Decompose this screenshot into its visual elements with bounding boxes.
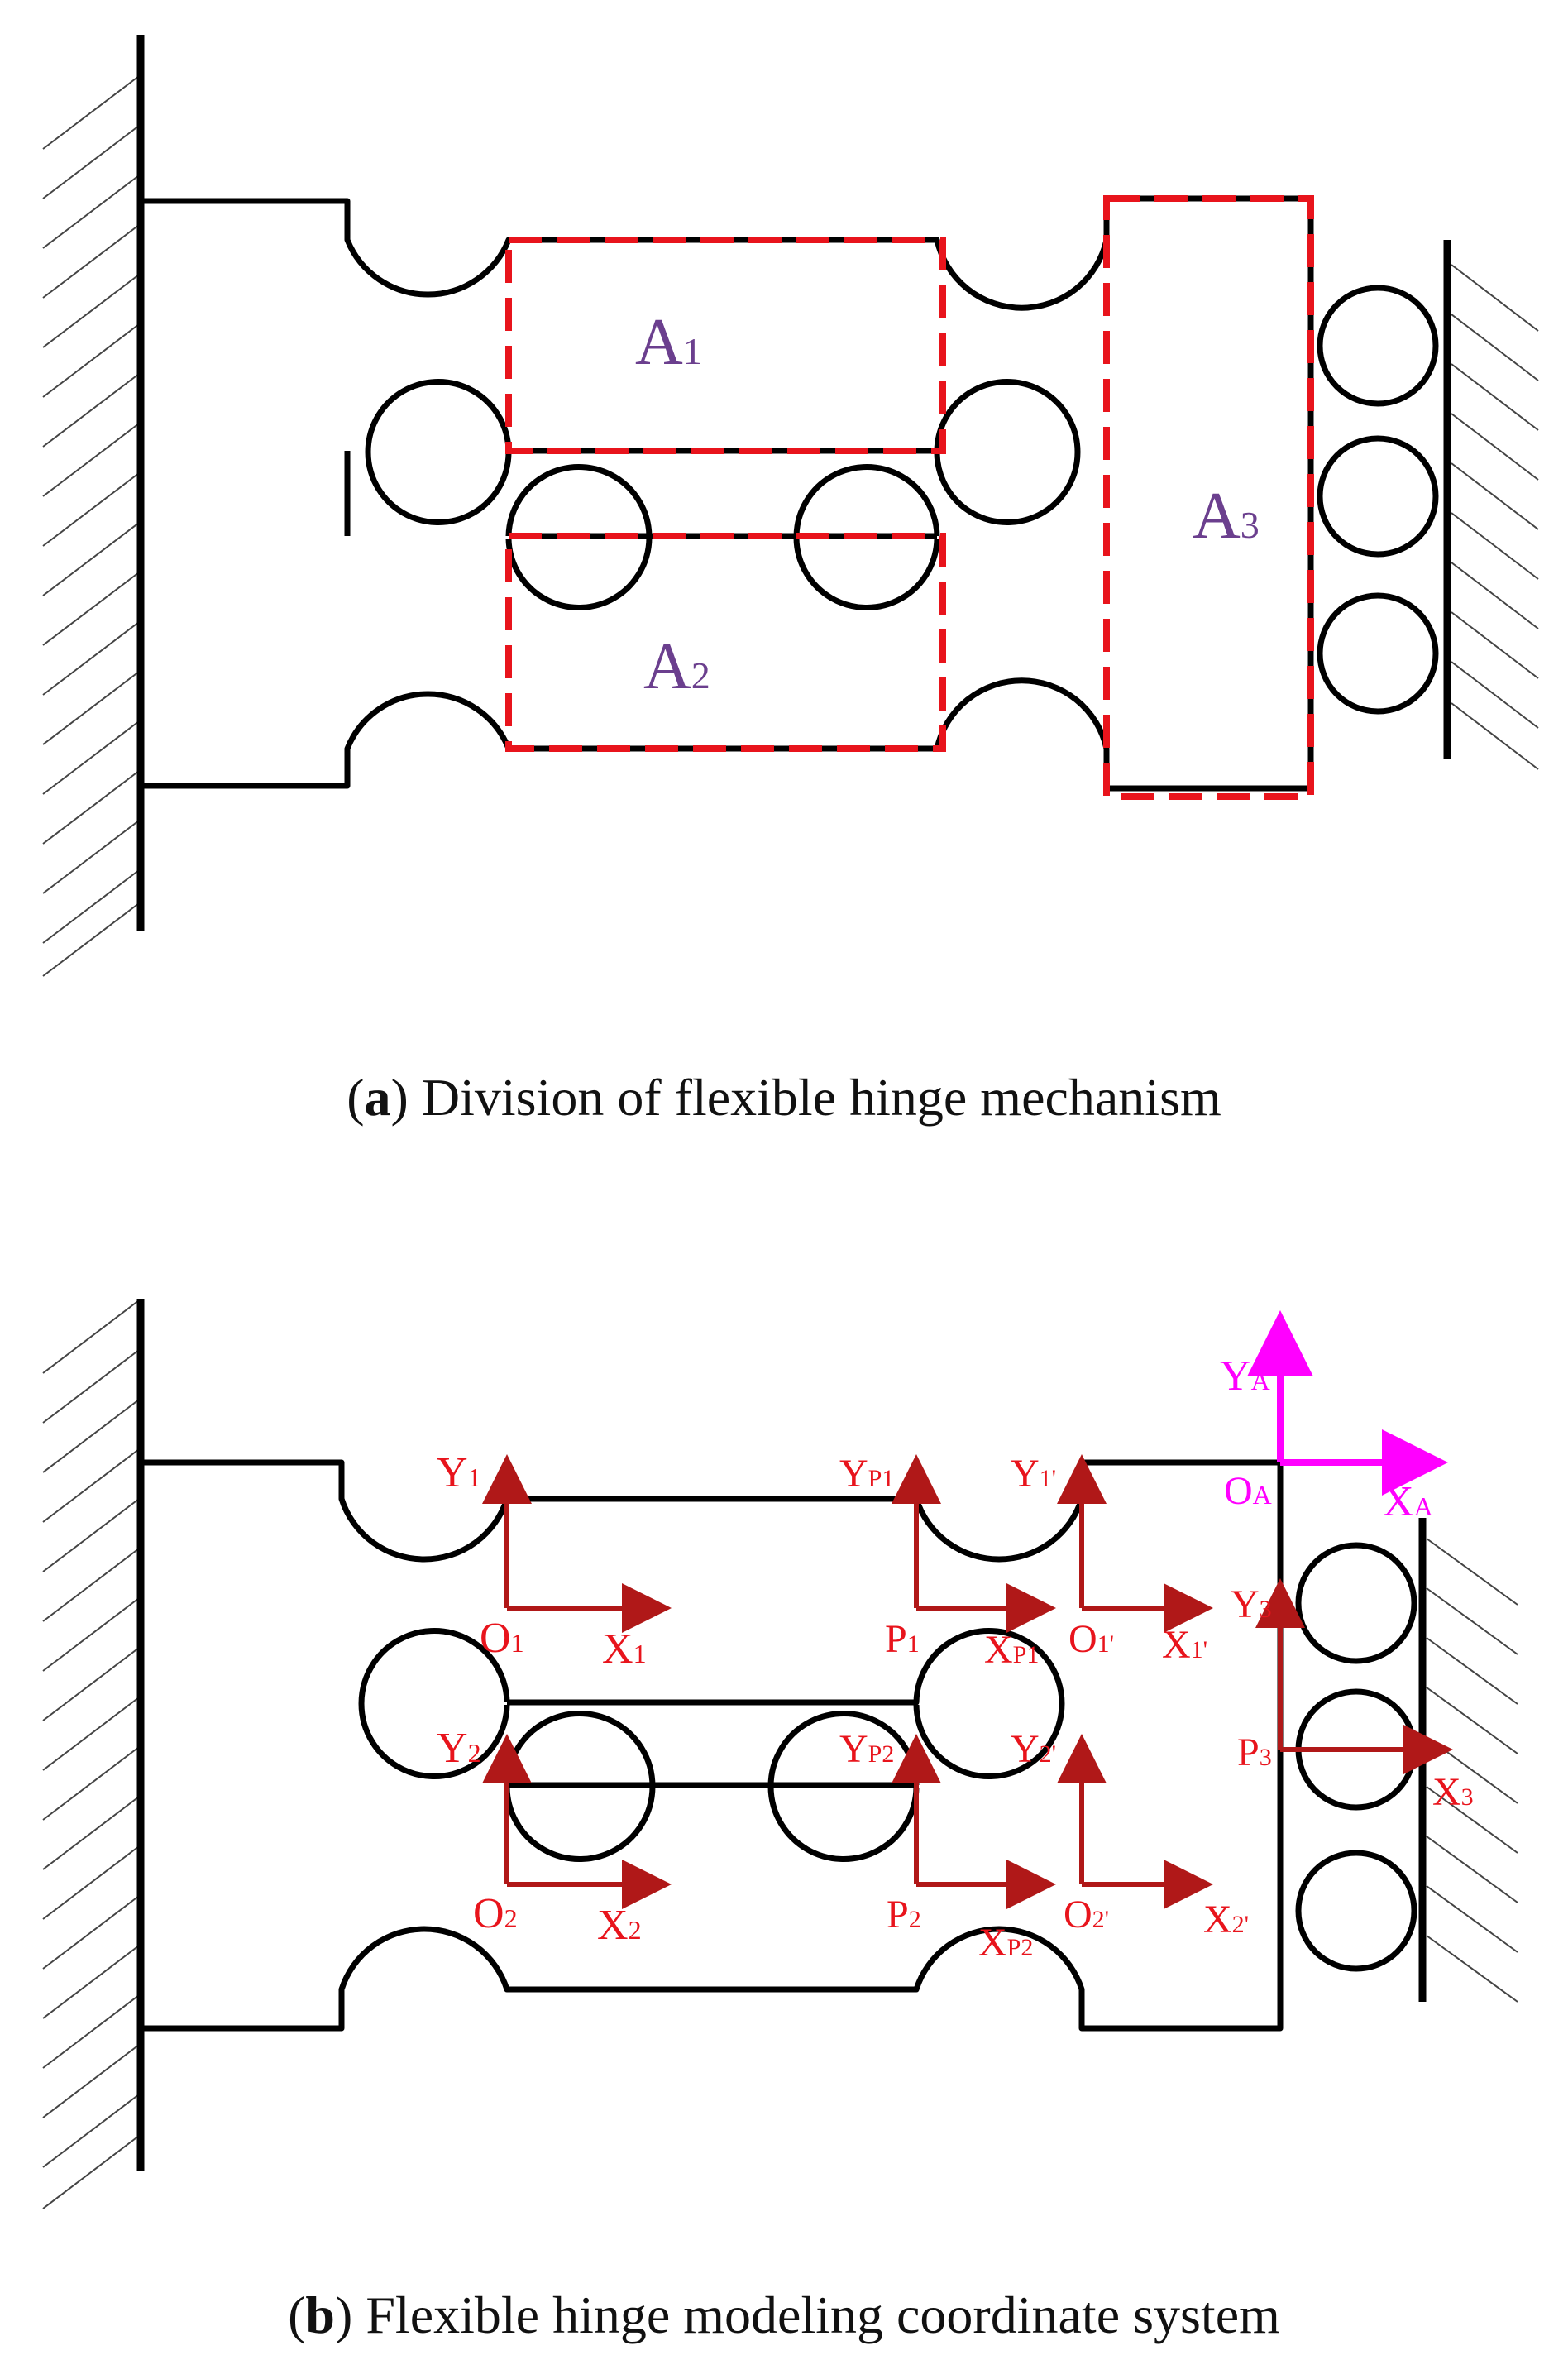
framep1-x-label: XP1 — [984, 1628, 1039, 1672]
left-wall-hatching — [42, 75, 140, 977]
region-a3-box — [1103, 195, 1314, 800]
region-label-a2: A2 — [643, 630, 710, 703]
panel-a: A1 A2 A3 (a) Division of flexible hinge … — [42, 35, 1539, 1127]
frame2-y-label: Y2 — [437, 1725, 481, 1772]
framep2-x-label: XP2 — [978, 1921, 1033, 1965]
mechanism-outline-b — [141, 1459, 1284, 2032]
region-a1-box — [505, 237, 946, 454]
right-wall-hatching-b — [1426, 1538, 1518, 2003]
global-x-label: XA — [1383, 1478, 1433, 1525]
caption-b: (b) Flexible hinge modeling coordinate s… — [288, 2286, 1280, 2344]
framep2-o-label: P2 — [887, 1893, 921, 1936]
global-frame — [1247, 1310, 1448, 1496]
caption-a: (a) Division of flexible hinge mechanism — [347, 1068, 1221, 1127]
frame3-y-label: Y3 — [1231, 1582, 1272, 1626]
frame1-x-label: X1 — [602, 1625, 647, 1673]
mechanism-outline — [141, 195, 1314, 792]
global-y-label: YA — [1220, 1352, 1270, 1400]
division-boxes — [505, 195, 1314, 800]
frame2p-o-label: O2' — [1064, 1893, 1109, 1936]
frame3-o-label: P3 — [1237, 1730, 1272, 1774]
frame2p-y-label: Y2' — [1011, 1727, 1056, 1771]
frame2-o-label: O2 — [473, 1890, 518, 1937]
frame1p-x-label: X1' — [1162, 1623, 1207, 1667]
panel-b: YA XA OA Y1 O1 X1 YP1 P1 XP1 Y1' O1' X1'… — [42, 1299, 1518, 2344]
frame1-o-label: O1 — [480, 1615, 524, 1662]
frame3-x-label: X3 — [1432, 1770, 1474, 1814]
rollers — [1317, 285, 1439, 715]
local-frames — [482, 1454, 1453, 1909]
region-label-a3: A3 — [1193, 480, 1260, 553]
global-origin-label: OA — [1224, 1469, 1272, 1513]
framep2-y-label: YP2 — [839, 1727, 894, 1771]
frame1p-o-label: O1' — [1068, 1617, 1114, 1661]
framep1-y-label: YP1 — [839, 1452, 894, 1496]
frame1p-y-label: Y1' — [1011, 1452, 1056, 1496]
framep1-o-label: P1 — [885, 1617, 920, 1661]
rollers-b — [1295, 1542, 1417, 1972]
frame2p-x-label: X2' — [1203, 1898, 1249, 1941]
region-a2-box — [505, 533, 946, 752]
right-wall-hatching — [1451, 264, 1539, 770]
left-wall-hatching-b — [42, 1300, 140, 2209]
region-label-a1: A1 — [635, 306, 702, 379]
frame2-x-label: X2 — [597, 1902, 642, 1949]
frame1-y-label: Y1 — [437, 1449, 481, 1496]
